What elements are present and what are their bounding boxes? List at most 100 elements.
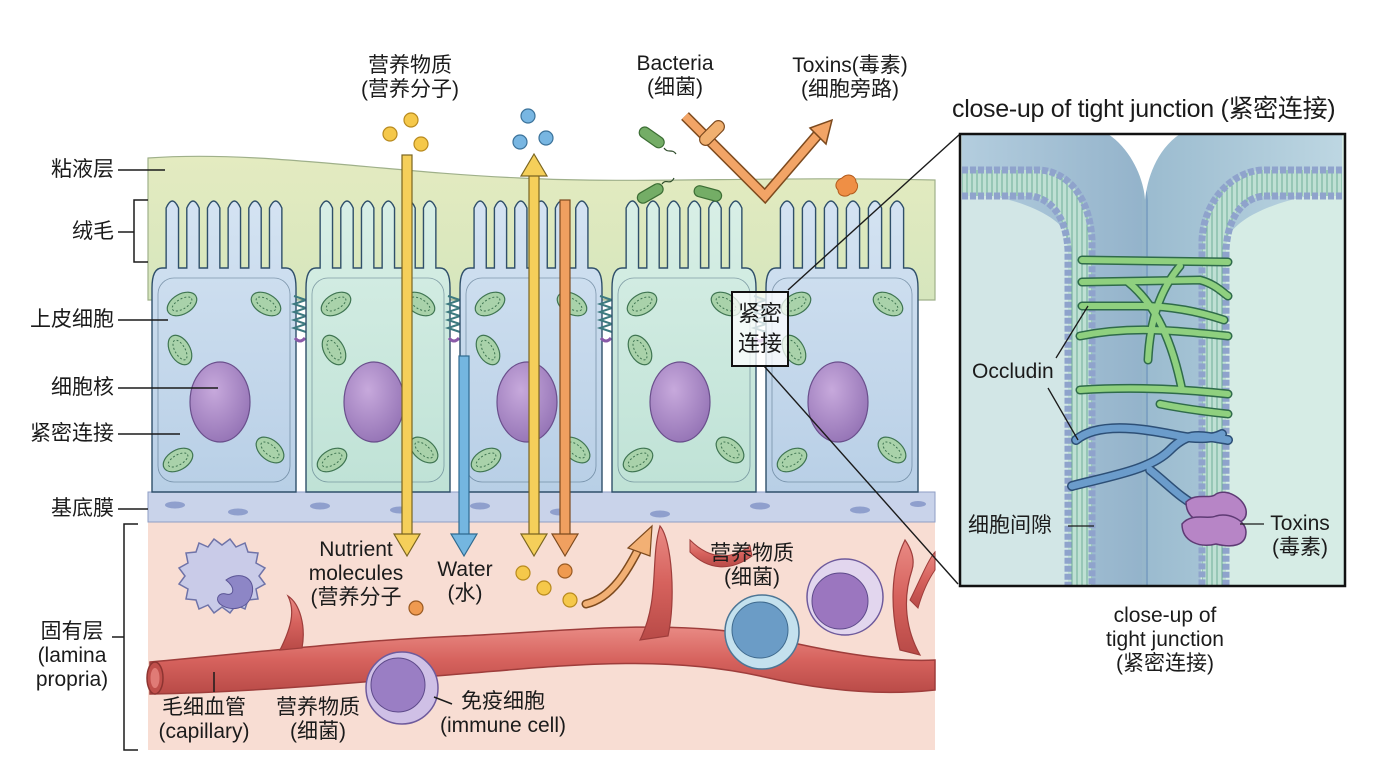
label-nutrients-bacteria-right-1: 营养物质 — [710, 542, 794, 565]
mitochondrion-cristae — [326, 339, 342, 361]
mitochondrion — [321, 334, 347, 366]
mitochondrion-cristae — [325, 296, 347, 312]
closeup-title: close-up of tight junction (紧密连接) — [952, 95, 1336, 123]
mitochondrion — [626, 291, 658, 317]
closeup-panel — [958, 132, 1347, 588]
paracellular-toxin-arrow — [681, 112, 834, 205]
mitochondrion-cristae — [475, 452, 497, 468]
cell-inner-outline — [771, 277, 913, 483]
nutrient-arrow-bidirectional — [519, 152, 549, 558]
nutrient-arrow-down — [392, 154, 422, 558]
label-bacteria-en: Bacteria — [636, 52, 714, 75]
mitochondrion — [877, 436, 907, 464]
label-water: Water (水) — [430, 558, 500, 606]
epithelial-cell — [151, 200, 297, 493]
label-nutrient-molecules: Nutrient molecules (营养分子 — [296, 538, 416, 610]
label-nutrients-bacteria-bottom-1: 营养物质 — [276, 696, 360, 719]
mitochondrion — [255, 436, 285, 464]
tight-junction-box-line1: 紧密 — [737, 301, 782, 326]
epithelial-cell — [765, 200, 919, 493]
desmosome — [447, 336, 461, 343]
label-epithelial-cell: 上皮细胞 — [30, 308, 114, 331]
basement-membrane-nuclei — [165, 501, 926, 518]
label-occludin: Occludin — [972, 360, 1054, 383]
toxin-arrow-down — [550, 199, 580, 558]
label-nutrient-molecules-2: molecules — [308, 562, 404, 585]
label-toxins-top-line1: Toxins(毒素) — [792, 54, 908, 77]
closeup-frame — [958, 132, 1347, 588]
absorption-curved-arrow — [581, 524, 653, 609]
label-tight-junction: 紧密连接 — [30, 422, 114, 445]
label-nutrients-bacteria-bottom: 营养物质 (细菌) — [266, 696, 370, 744]
nucleus — [343, 361, 405, 443]
label-lamina-propria-cn: 固有层 — [40, 620, 104, 643]
mitochondrion-cristae — [882, 441, 902, 459]
label-nutrients-bacteria-right-2: (细菌) — [724, 566, 780, 589]
label-immune-cell: 免疫细胞 (immune cell) — [432, 690, 574, 738]
label-basement-membrane: 基底膜 — [51, 497, 114, 520]
mitochondrion — [627, 334, 653, 366]
bacteria — [636, 126, 723, 204]
toxin-protein-closeup — [1181, 491, 1247, 547]
toxin-particle — [835, 174, 859, 197]
mitochondrion-cristae — [631, 296, 653, 312]
mitochondrion-cristae — [627, 452, 649, 468]
label-intercellular-space: 细胞间隙 — [968, 514, 1052, 537]
label-immune-cell-en: (immune cell) — [439, 714, 567, 737]
immune-cell-purple-bottom — [365, 651, 439, 725]
desmosome — [293, 336, 307, 343]
nucleus — [189, 361, 251, 443]
mitochondrion-cristae — [260, 441, 280, 459]
epithelial-cells — [151, 200, 919, 493]
mitochondrion-cristae — [172, 339, 188, 361]
label-bacteria: Bacteria (细菌) — [620, 52, 730, 100]
mitochondrion — [316, 447, 348, 473]
closeup-connector-lines — [763, 133, 961, 585]
label-nutrients-bacteria-bottom-2: (细菌) — [290, 720, 346, 743]
label-bacteria-cn: (细菌) — [647, 76, 703, 99]
label-immune-cell-cn: 免疫细胞 — [461, 690, 545, 713]
closeup-leader-lines — [1047, 305, 1264, 527]
mitochondrion — [250, 291, 282, 317]
macrophage-cell — [177, 537, 267, 615]
immune-cell-purple-right — [806, 558, 884, 636]
mitochondrion — [776, 447, 808, 473]
label-nutrient-molecules-1: Nutrient — [319, 538, 393, 561]
epithelial-cell — [305, 200, 451, 493]
mitochondrion-cristae — [720, 441, 740, 459]
basement-membrane — [147, 491, 936, 523]
mitochondrion — [470, 447, 502, 473]
label-water-cn: (水) — [447, 582, 483, 605]
label-nutrients-top: 营养物质 (营养分子) — [340, 54, 480, 102]
water-particles-top — [512, 108, 554, 150]
nutrient-particles-top — [382, 112, 429, 152]
mitochondrion — [167, 334, 193, 366]
label-lamina-propria: 固有层 (lamina propria) — [30, 620, 114, 692]
epithelial-cell — [611, 200, 757, 493]
label-capillary-cn: 毛细血管 — [162, 696, 246, 719]
mitochondrion-cristae — [480, 339, 496, 361]
cell-inner-outline — [311, 277, 445, 483]
label-nutrients-bacteria-right: 营养物质 (细菌) — [700, 542, 804, 590]
mitochondrion — [622, 447, 654, 473]
label-lamina-propria-en1: (lamina — [37, 644, 107, 667]
tight-junction-box-line2: 连接 — [737, 331, 782, 356]
tight-junction-strands — [444, 295, 464, 333]
membrane-left — [962, 166, 1096, 586]
immune-cell-blue — [724, 594, 800, 670]
label-nutrients-top-line2: (营养分子) — [361, 78, 459, 101]
mitochondrion — [166, 291, 198, 317]
desmosome — [599, 336, 613, 343]
claudin-strands — [1075, 255, 1233, 419]
mitochondrion-cristae — [255, 296, 277, 312]
label-toxins-closeup-cn: (毒素) — [1272, 536, 1328, 559]
mitochondrion-cristae — [414, 441, 434, 459]
left-leader-lines — [112, 169, 453, 751]
label-villi: 绒毛 — [72, 220, 114, 243]
mitochondrion-cristae — [167, 452, 189, 468]
tight-junction-strands — [596, 295, 616, 333]
nucleus — [496, 361, 558, 443]
cell-inner-outline — [157, 277, 291, 483]
